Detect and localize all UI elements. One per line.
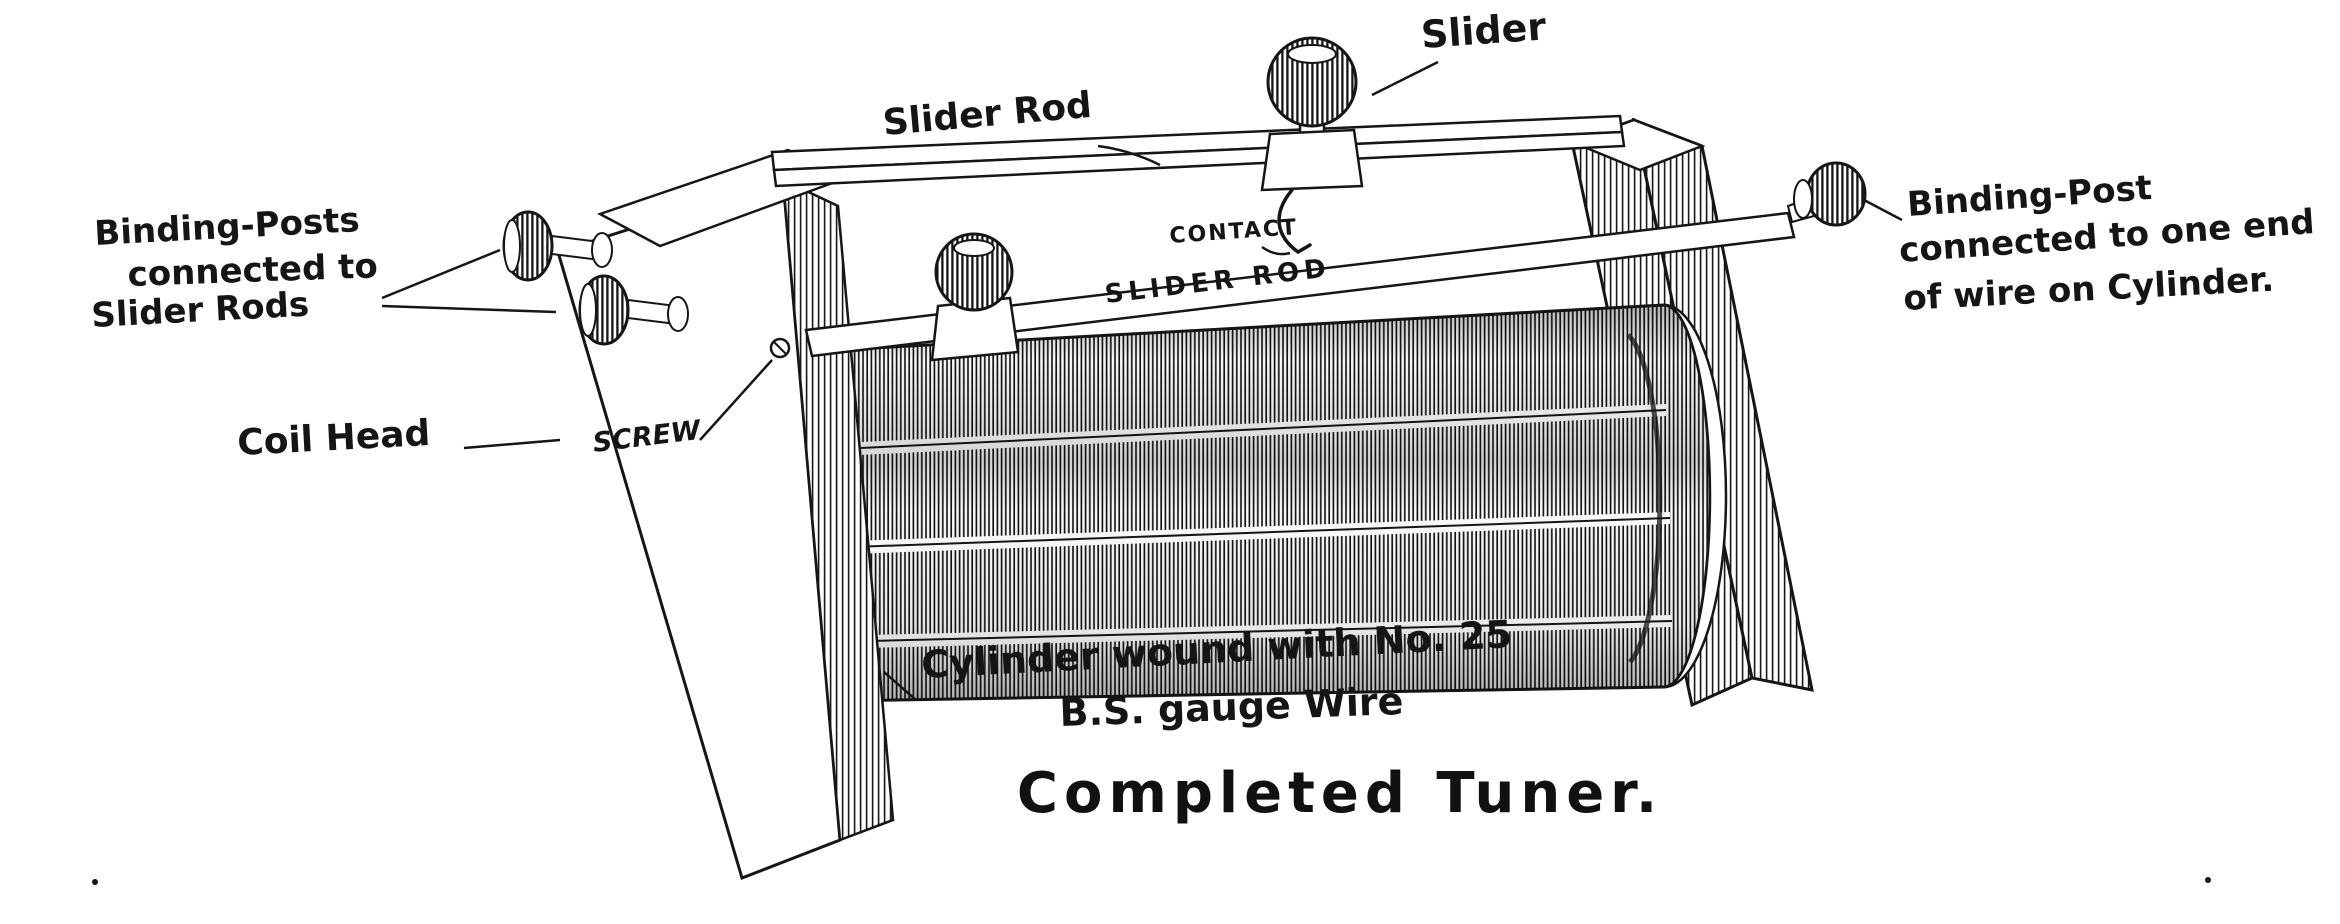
screw-slot: [773, 341, 787, 355]
cylinder-end-dark-arc: [1626, 333, 1663, 664]
binding-post-left-1: [502, 210, 613, 282]
front-rod-knob: [934, 232, 1014, 312]
cylinder-shading: [800, 305, 1710, 701]
cylinder-end-cap: [1663, 303, 1728, 689]
upper-slider-rod: [770, 114, 1626, 188]
binding-post-left-2-mount: [667, 296, 689, 332]
leader-lines: [381, 60, 1903, 701]
slider-knob-cap: [1287, 44, 1337, 64]
slider-assembly: [1260, 36, 1364, 255]
leader-slider-rod: [1097, 144, 1161, 167]
binding-post-left-1-end: [503, 219, 521, 273]
binding-post-right-knurl: [1805, 161, 1867, 227]
label-binding-right-line3: of wire on Cylinder.: [1902, 260, 2275, 319]
front-slider-rod-bar: [804, 211, 1796, 358]
coil-cylinder: [798, 303, 1728, 703]
leader-cylinder-note: [883, 671, 917, 701]
front-rod-knob-cap: [953, 239, 995, 257]
leader-screw: [699, 359, 773, 441]
front-rod-slider: [930, 232, 1020, 362]
printing-speck: [92, 879, 98, 885]
leader-coil-head: [463, 438, 561, 450]
binding-posts-left: [502, 210, 689, 346]
slider-bracket: [1260, 128, 1364, 192]
binding-post-right: [1786, 161, 1867, 227]
printing-speck: [2205, 877, 2211, 883]
label-binding-left-line2: connected to: [127, 246, 378, 295]
binding-post-left-2: [578, 274, 689, 346]
leader-binding-left-2: [381, 304, 557, 314]
slider-knob: [1266, 36, 1358, 128]
binding-post-right-end: [1793, 179, 1813, 219]
leader-slider: [1371, 60, 1439, 97]
figure-title: Completed Tuner.: [1017, 761, 1663, 826]
binding-post-left-2-end: [579, 283, 597, 337]
label-contact: CONTACT: [1169, 215, 1299, 249]
label-binding-left-line1: Binding-Posts: [93, 200, 360, 254]
label-binding-left-line3: Slider Rods: [90, 285, 310, 336]
label-coil-head: Coil Head: [236, 413, 431, 464]
label-binding-post-right: Binding-Post connected to one end of wir…: [1898, 168, 2316, 319]
label-binding-posts-left: Binding-Posts connected to Slider Rods: [90, 200, 378, 336]
binding-post-left-1-mount: [591, 232, 613, 268]
contact-spring-arm: [1277, 188, 1312, 255]
label-slider: Slider: [1420, 4, 1548, 57]
label-slider-rod: Slider Rod: [881, 85, 1093, 144]
leader-binding-left-1: [381, 248, 501, 300]
leader-contact: [1261, 245, 1291, 256]
leader-binding-right: [1863, 198, 1903, 222]
screw-detail: [769, 337, 791, 359]
